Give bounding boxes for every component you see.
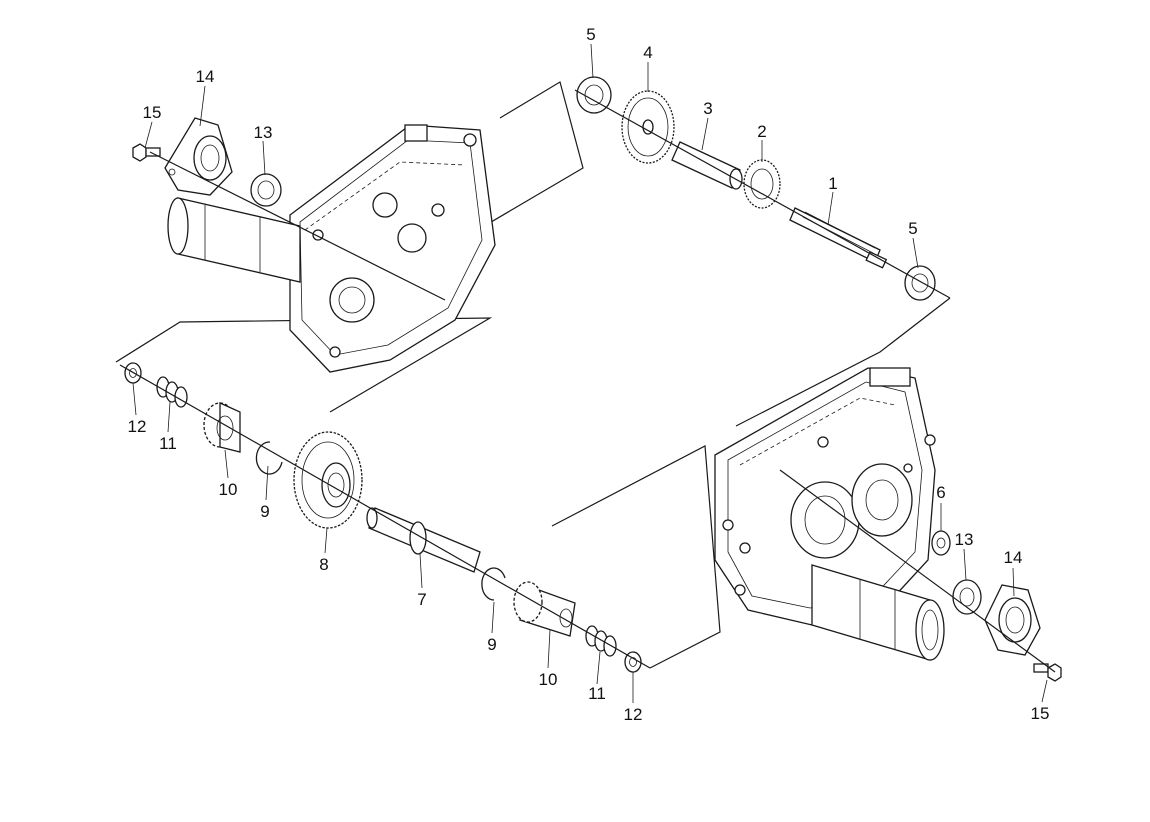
bolt-15-right: [1033, 663, 1062, 682]
bearing-5-right: [904, 265, 936, 301]
callout-5-top: 5: [586, 25, 595, 44]
callout-13-right: 13: [955, 530, 974, 549]
callout-9-right: 9: [487, 635, 496, 654]
bearing-cap-14-left: [164, 117, 233, 196]
callout-11-left: 11: [159, 434, 177, 453]
plane-outline-right-top: [735, 297, 951, 427]
plane-outline-right-bottom: [551, 445, 721, 669]
callout-12-left: 12: [128, 417, 147, 436]
callout-10-left: 10: [219, 480, 238, 499]
spacer-6: [931, 530, 951, 556]
callout-10-right: 10: [539, 670, 558, 689]
callout-6: 6: [936, 483, 945, 502]
callout-7: 7: [417, 590, 426, 609]
left-housing: [167, 124, 496, 373]
bearing-cap-14-right: [984, 584, 1041, 656]
bolt-15-left: [132, 143, 161, 162]
callout-9-left: 9: [260, 502, 269, 521]
callout-11-right: 11: [588, 684, 606, 703]
callout-3: 3: [703, 99, 712, 118]
dog-clutch-10-right: [513, 581, 576, 637]
callout-8: 8: [319, 555, 328, 574]
snap-ring-9-right: [481, 567, 506, 601]
axis-line-lower-right: [779, 469, 1056, 673]
bearing-13-right: [952, 579, 982, 615]
gear-4: [621, 90, 675, 164]
callout-12-right: 12: [624, 705, 643, 724]
callout-14-right: 14: [1004, 548, 1023, 567]
shaft-7: [366, 507, 481, 573]
axis-line-lower-left: [119, 364, 651, 669]
callout-1: 1: [828, 174, 837, 193]
spring-11-left: [156, 376, 188, 408]
axis-line-upper-right: [574, 89, 951, 299]
snap-ring-9-left: [255, 441, 283, 475]
callout-4: 4: [643, 43, 652, 62]
axis-line-left-upper: [149, 151, 446, 301]
callout-14-left: 14: [196, 67, 215, 86]
callout-numbers: 5 4 3 2 1 5 14 15 13 12 11 10 9 8 7 9 10…: [128, 25, 1050, 724]
spring-11-right: [585, 625, 617, 657]
right-housing: [714, 367, 945, 661]
gear-8: [293, 431, 363, 529]
callout-13-left: 13: [254, 123, 273, 142]
callout-2: 2: [757, 122, 766, 141]
callout-15-left: 15: [143, 103, 162, 122]
plane-outline-top: [417, 81, 584, 266]
callout-15-right: 15: [1031, 704, 1050, 723]
bearing-5-top: [576, 76, 612, 114]
dog-clutch-10-left: [203, 401, 241, 453]
bearing-13-left: [250, 173, 282, 207]
leader-lines: [132, 43, 1048, 703]
callout-5-right: 5: [908, 219, 917, 238]
